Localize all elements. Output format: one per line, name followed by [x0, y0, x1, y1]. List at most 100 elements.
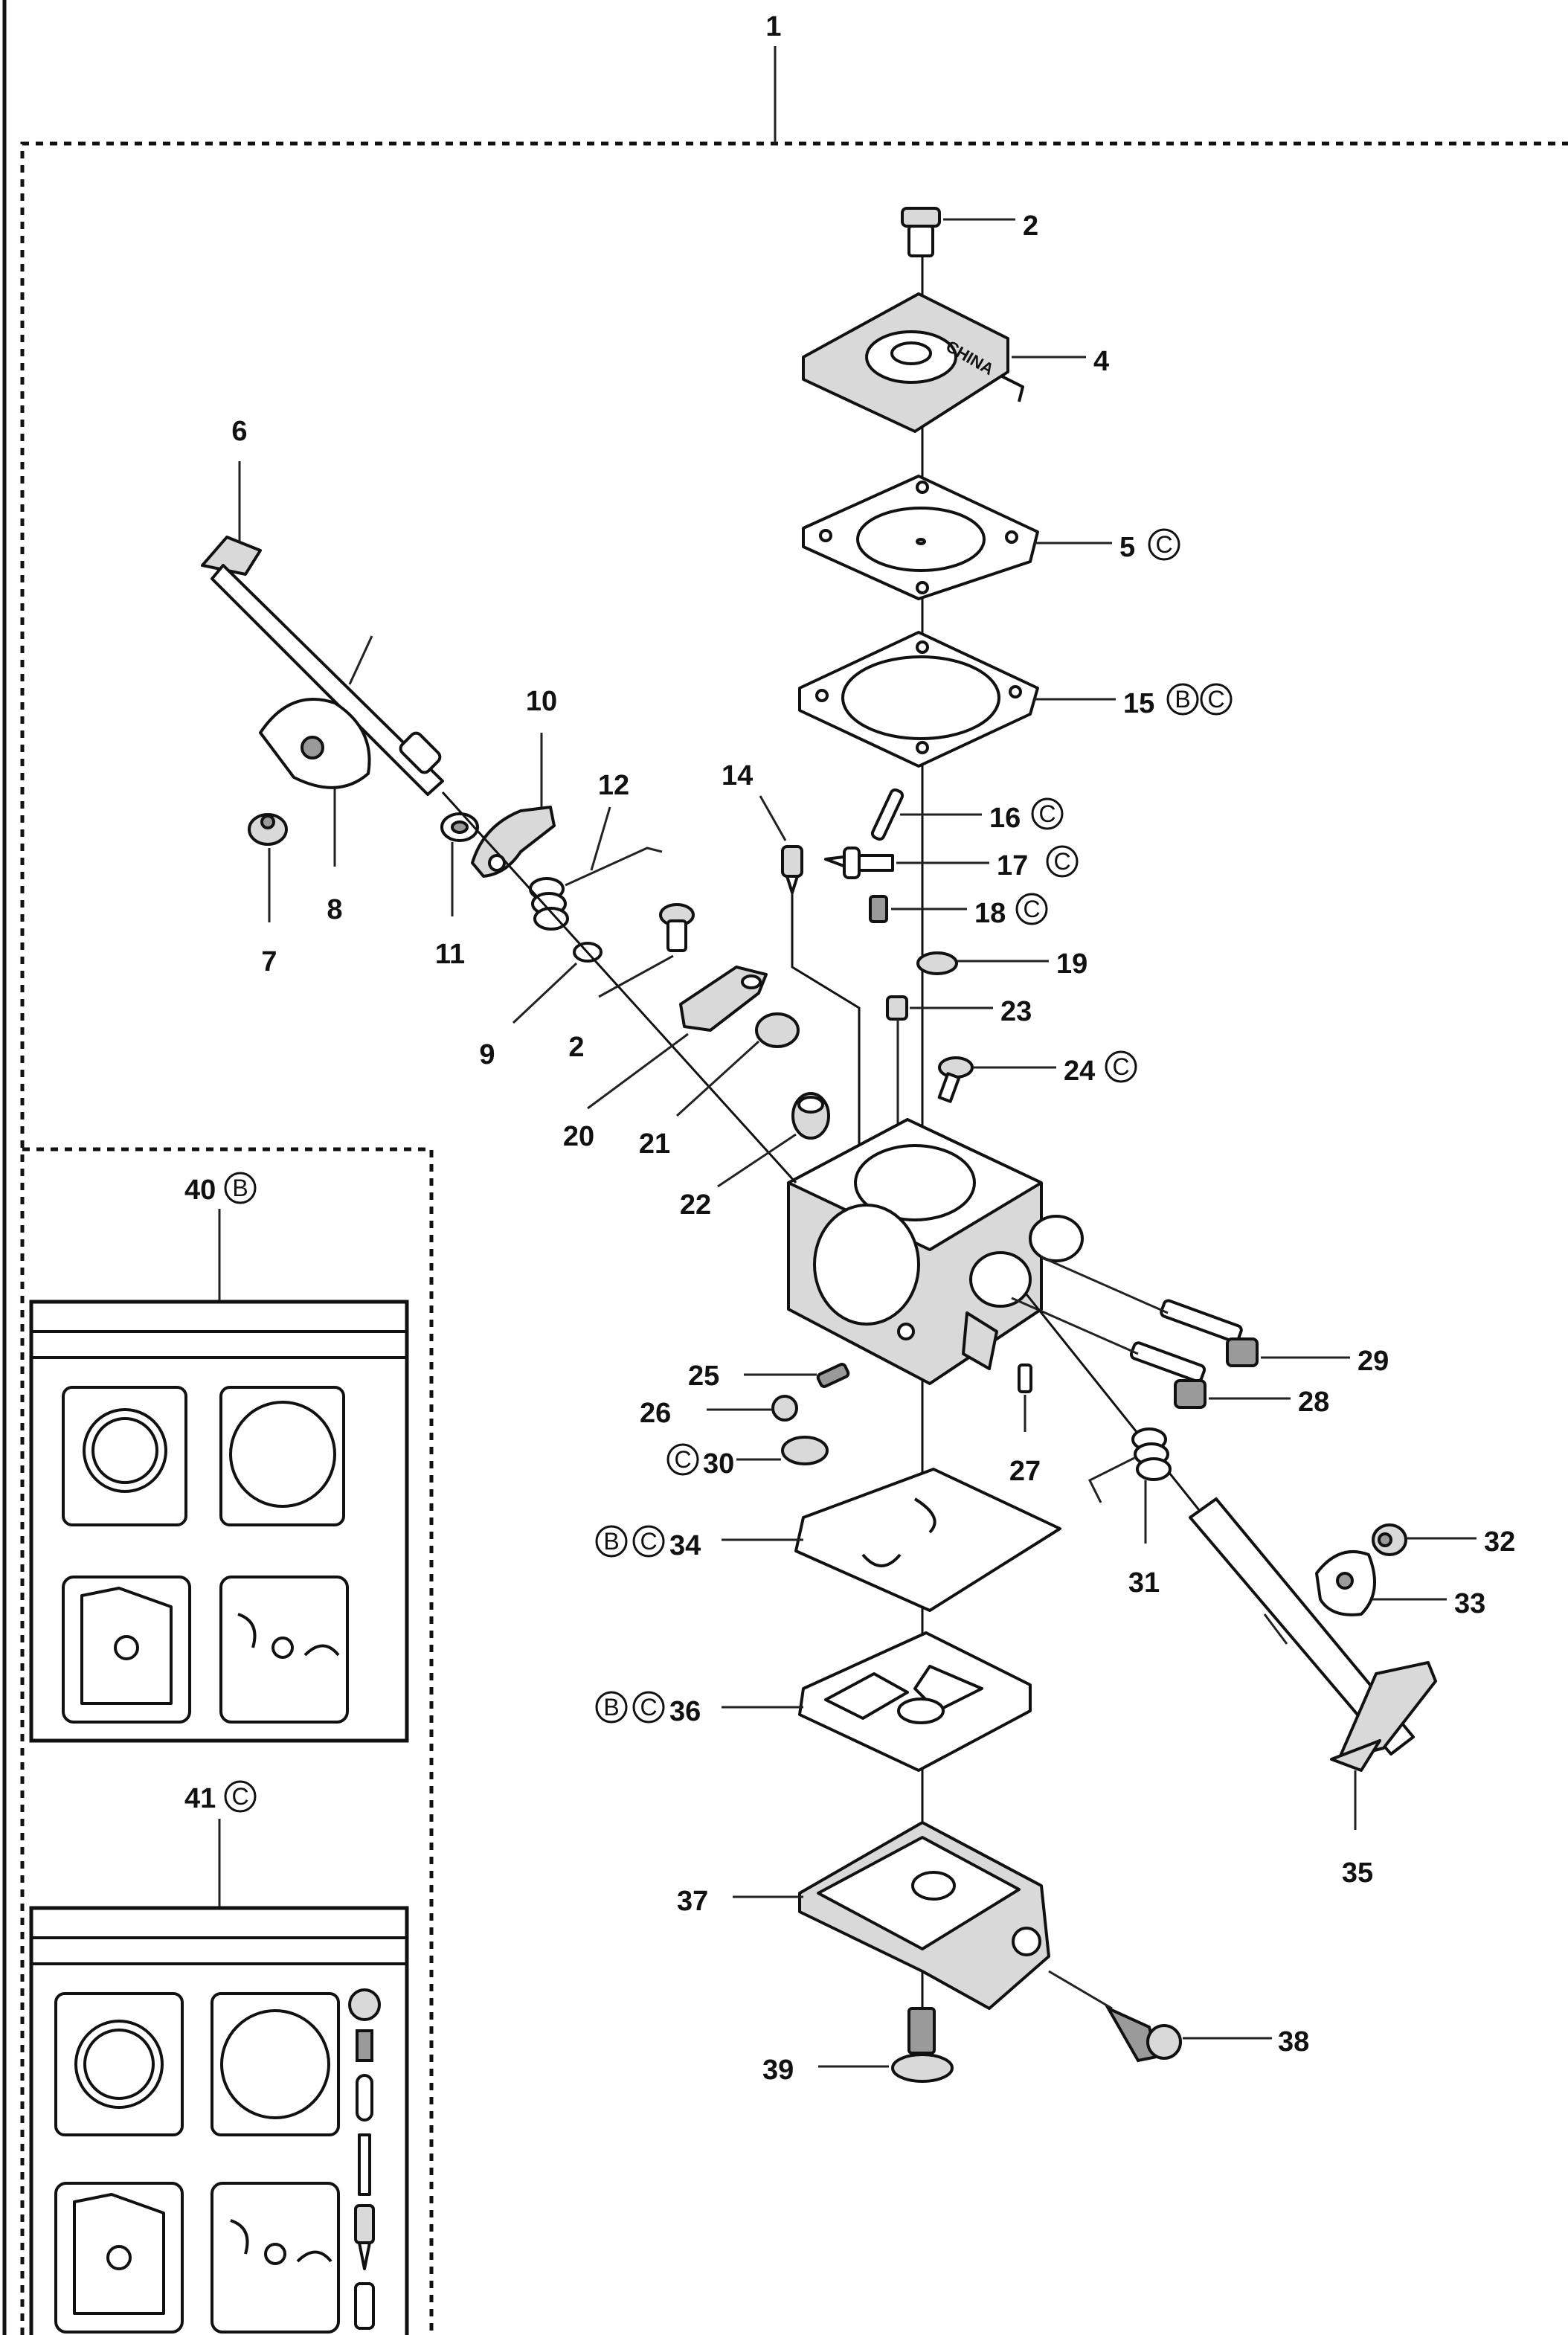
part-12-spring — [529, 847, 663, 931]
part-28-adjust-screw — [1129, 1341, 1206, 1409]
label-38: 38 — [1278, 2026, 1309, 2058]
label-37: 37 — [677, 1886, 708, 1917]
part-29-adjust-screw — [1160, 1299, 1259, 1367]
svg-text:C: C — [1023, 896, 1040, 922]
svg-text:B: B — [603, 1528, 619, 1555]
label-24: 24 — [1064, 1056, 1095, 1087]
part-5-pump-diaphragm — [802, 475, 1039, 600]
kit-40-gasket-kit — [29, 1300, 409, 1743]
part-34-metering-diaphragm — [794, 1468, 1061, 1612]
label-6: 6 — [231, 416, 247, 447]
part-6-throttle-shaft — [201, 536, 444, 796]
part-30-welch-plug — [781, 1436, 829, 1465]
part-36-gasket — [798, 1631, 1032, 1772]
svg-text:B: B — [603, 1694, 619, 1721]
label-30: 30 — [703, 1448, 734, 1480]
part-25-spring — [816, 1363, 850, 1388]
svg-text:C: C — [640, 1694, 657, 1721]
svg-text:C: C — [231, 1783, 248, 1810]
part-37-metering-cover — [798, 1821, 1050, 2010]
part-23-jet — [886, 995, 908, 1021]
part-22-valve — [791, 1092, 830, 1140]
label-4: 4 — [1093, 346, 1109, 377]
part-11-washer — [440, 812, 479, 842]
svg-text:C: C — [1053, 848, 1070, 875]
label-31: 31 — [1128, 1567, 1160, 1599]
label-16: 16 — [989, 803, 1021, 834]
label-11: 11 — [435, 939, 465, 970]
svg-text:B: B — [232, 1175, 248, 1201]
label-34: 34 — [669, 1530, 701, 1561]
badge-15-b: B — [1166, 683, 1199, 716]
part-14-inlet-needle — [781, 845, 803, 894]
svg-text:B: B — [1175, 686, 1190, 713]
part-10-lever — [471, 806, 556, 878]
label-26: 26 — [640, 1398, 671, 1429]
badge-41-c: C — [224, 1780, 257, 1813]
label-10: 10 — [526, 686, 557, 717]
label-22: 22 — [680, 1189, 711, 1221]
label-2-top: 2 — [1023, 211, 1038, 242]
badge-30-c: C — [666, 1443, 699, 1476]
part-32-screw — [1372, 1523, 1407, 1556]
label-15: 15 — [1123, 688, 1154, 719]
badge-34-b: B — [595, 1525, 628, 1558]
label-2-side: 2 — [568, 1032, 584, 1063]
label-20: 20 — [563, 1121, 594, 1152]
label-33: 33 — [1454, 1588, 1485, 1619]
label-14: 14 — [722, 760, 753, 791]
part-26-ball — [771, 1395, 798, 1422]
part-16-pin — [870, 788, 905, 841]
badge-5-c: C — [1148, 528, 1180, 561]
label-18: 18 — [974, 898, 1006, 929]
badge-40-b: B — [224, 1172, 257, 1204]
badge-34-c: C — [632, 1525, 665, 1558]
badge-24-c: C — [1105, 1050, 1137, 1083]
part-4-pump-cover: CHINA — [802, 292, 1024, 433]
svg-text:C: C — [1207, 686, 1224, 713]
label-7: 7 — [261, 946, 277, 977]
label-41: 41 — [184, 1783, 216, 1814]
badge-18-c: C — [1015, 893, 1048, 925]
label-1: 1 — [765, 11, 781, 42]
part-21-bushing — [755, 1012, 800, 1048]
part-2-screw — [901, 207, 941, 257]
label-17: 17 — [997, 850, 1028, 881]
badge-16-c: C — [1031, 797, 1064, 830]
part-18-spring — [869, 895, 888, 923]
label-29: 29 — [1357, 1346, 1389, 1377]
part-31-spring — [1087, 1427, 1172, 1503]
label-39: 39 — [762, 2055, 794, 2086]
part-15-pump-gasket — [798, 631, 1039, 768]
part-7-screw — [248, 813, 288, 846]
part-38-screw — [1105, 2005, 1182, 2063]
assembly-boundary-dashed — [20, 141, 1568, 2335]
label-32: 32 — [1484, 1526, 1515, 1558]
part-24-screw — [937, 1056, 974, 1103]
label-23: 23 — [1000, 996, 1032, 1027]
label-28: 28 — [1298, 1387, 1329, 1418]
part-2-screw-lever — [659, 903, 695, 952]
label-8: 8 — [327, 894, 342, 925]
badge-36-c: C — [632, 1691, 665, 1724]
svg-text:C: C — [1155, 531, 1172, 558]
label-19: 19 — [1056, 948, 1087, 980]
label-35: 35 — [1342, 1857, 1373, 1889]
carburetor-body — [787, 1118, 1084, 1385]
part-35-choke-shaft — [1189, 1497, 1437, 1772]
badge-15-c: C — [1200, 683, 1233, 716]
part-19-plug — [916, 951, 958, 975]
part-8-throttle-plate — [259, 698, 371, 789]
svg-text:C: C — [1112, 1053, 1129, 1080]
part-27-pin — [1018, 1364, 1032, 1393]
label-36: 36 — [669, 1696, 701, 1727]
label-5: 5 — [1119, 532, 1135, 563]
part-17-lever — [824, 847, 894, 879]
svg-text:C: C — [640, 1528, 657, 1555]
part-20-arm — [679, 966, 768, 1032]
label-27: 27 — [1009, 1456, 1041, 1487]
kit-41-repair-kit — [29, 1906, 409, 2335]
part-39-screw — [891, 2007, 954, 2083]
label-12: 12 — [598, 770, 629, 801]
